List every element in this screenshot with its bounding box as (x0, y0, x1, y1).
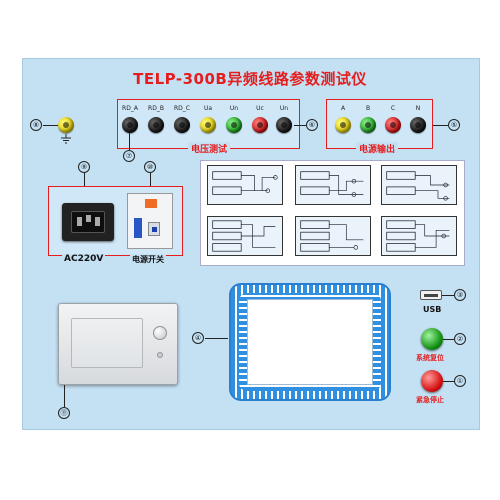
wiring-diagram-3 (381, 165, 457, 205)
marker-3: ③ (454, 289, 466, 301)
marker-2: ② (454, 333, 466, 345)
terminal-label-un-1: Un (229, 105, 239, 112)
device-title: TELP-300B异频线路参数测试仪 (133, 70, 367, 88)
usb-port-inner (424, 294, 438, 297)
terminal-un-1[interactable] (226, 117, 242, 133)
marker-4: ④ (192, 332, 204, 344)
leader-line-3 (442, 295, 454, 296)
system-reset-label: 系统复位 (416, 354, 444, 362)
leader-line-6 (294, 125, 306, 126)
wiring-schematic (212, 220, 276, 252)
wiring-schematic (212, 171, 278, 195)
terminal-label-uc: Uc (256, 105, 264, 112)
marker-11: ⑪ (58, 407, 70, 419)
ground-icon (61, 134, 71, 144)
leader-line-2 (443, 339, 454, 340)
display-bezel (229, 283, 391, 401)
terminal-label-rd-a: RD_A (122, 105, 138, 112)
leader-line-1 (443, 381, 454, 382)
leader-line-8 (43, 125, 58, 126)
terminal-a[interactable] (335, 117, 351, 133)
marker-1: ① (454, 375, 466, 387)
marker-9: ⑨ (78, 161, 90, 173)
leader-line-7 (129, 133, 130, 150)
inlet-pin (86, 215, 91, 222)
usb-port[interactable] (420, 290, 442, 300)
switch-indicator (152, 227, 157, 232)
ground-terminal[interactable] (58, 117, 74, 133)
power-switch[interactable] (127, 193, 173, 249)
wiring-schematic (300, 220, 364, 252)
power-output-label: 电源输出 (356, 142, 399, 155)
terminal-ua[interactable] (200, 117, 216, 133)
inlet-pin (77, 217, 82, 226)
power-inlet-label: AC220V (62, 254, 106, 264)
system-reset-button[interactable] (421, 328, 443, 350)
wiring-diagram-1 (207, 165, 283, 205)
switch-window (145, 199, 157, 208)
leader-line-9 (84, 173, 85, 193)
emergency-stop-label: 紧急停止 (416, 396, 444, 404)
terminal-rd-b[interactable] (148, 117, 164, 133)
wiring-diagram-6 (381, 216, 457, 256)
usb-label: USB (423, 305, 442, 314)
wiring-schematic (386, 220, 450, 252)
terminal-label-b: B (365, 105, 371, 112)
marker-6: ⑥ (306, 119, 318, 131)
marker-8: ⑧ (30, 119, 42, 131)
terminal-uc[interactable] (252, 117, 268, 133)
wiring-diagram-4 (207, 216, 283, 256)
leader-line-11 (64, 385, 65, 407)
terminal-label-n: N (415, 105, 421, 112)
marker-7: ⑦ (123, 150, 135, 162)
terminal-label-a: A (340, 105, 346, 112)
voltage-test-label: 电压测试 (188, 142, 231, 155)
terminal-label-rd-c: RD_C (174, 105, 190, 112)
printer-paper-slot (71, 318, 143, 368)
terminal-label-c: C (390, 105, 396, 112)
terminal-label-ua: Ua (203, 105, 213, 112)
marker-5: ⑤ (448, 119, 460, 131)
inlet-pin (95, 217, 100, 226)
switch-body (148, 222, 160, 236)
terminal-label-un-2: Un (279, 105, 289, 112)
terminal-b[interactable] (360, 117, 376, 133)
printer-indicator (157, 352, 163, 358)
leader-line-10 (150, 173, 151, 193)
printer[interactable] (58, 303, 178, 385)
switch-lever (134, 218, 142, 238)
wiring-diagram-5 (295, 216, 371, 256)
emergency-stop-button[interactable] (421, 370, 443, 392)
inlet-inner (71, 211, 105, 233)
touch-screen[interactable] (247, 299, 373, 385)
leader-line-5 (433, 125, 448, 126)
terminal-un-2[interactable] (276, 117, 292, 133)
switch-label: 电源开关 (130, 254, 166, 265)
power-inlet-socket[interactable] (62, 203, 114, 241)
terminal-rd-c[interactable] (174, 117, 190, 133)
wiring-diagram-2 (295, 165, 371, 205)
terminal-rd-a[interactable] (122, 117, 138, 133)
terminal-label-rd-b: RD_B (148, 105, 164, 112)
terminal-c[interactable] (385, 117, 401, 133)
leader-line-4 (205, 338, 228, 339)
wiring-schematic (386, 171, 450, 201)
printer-feed-button[interactable] (153, 326, 167, 340)
wiring-schematic (300, 171, 364, 197)
terminal-n[interactable] (410, 117, 426, 133)
marker-10: ⑩ (144, 161, 156, 173)
